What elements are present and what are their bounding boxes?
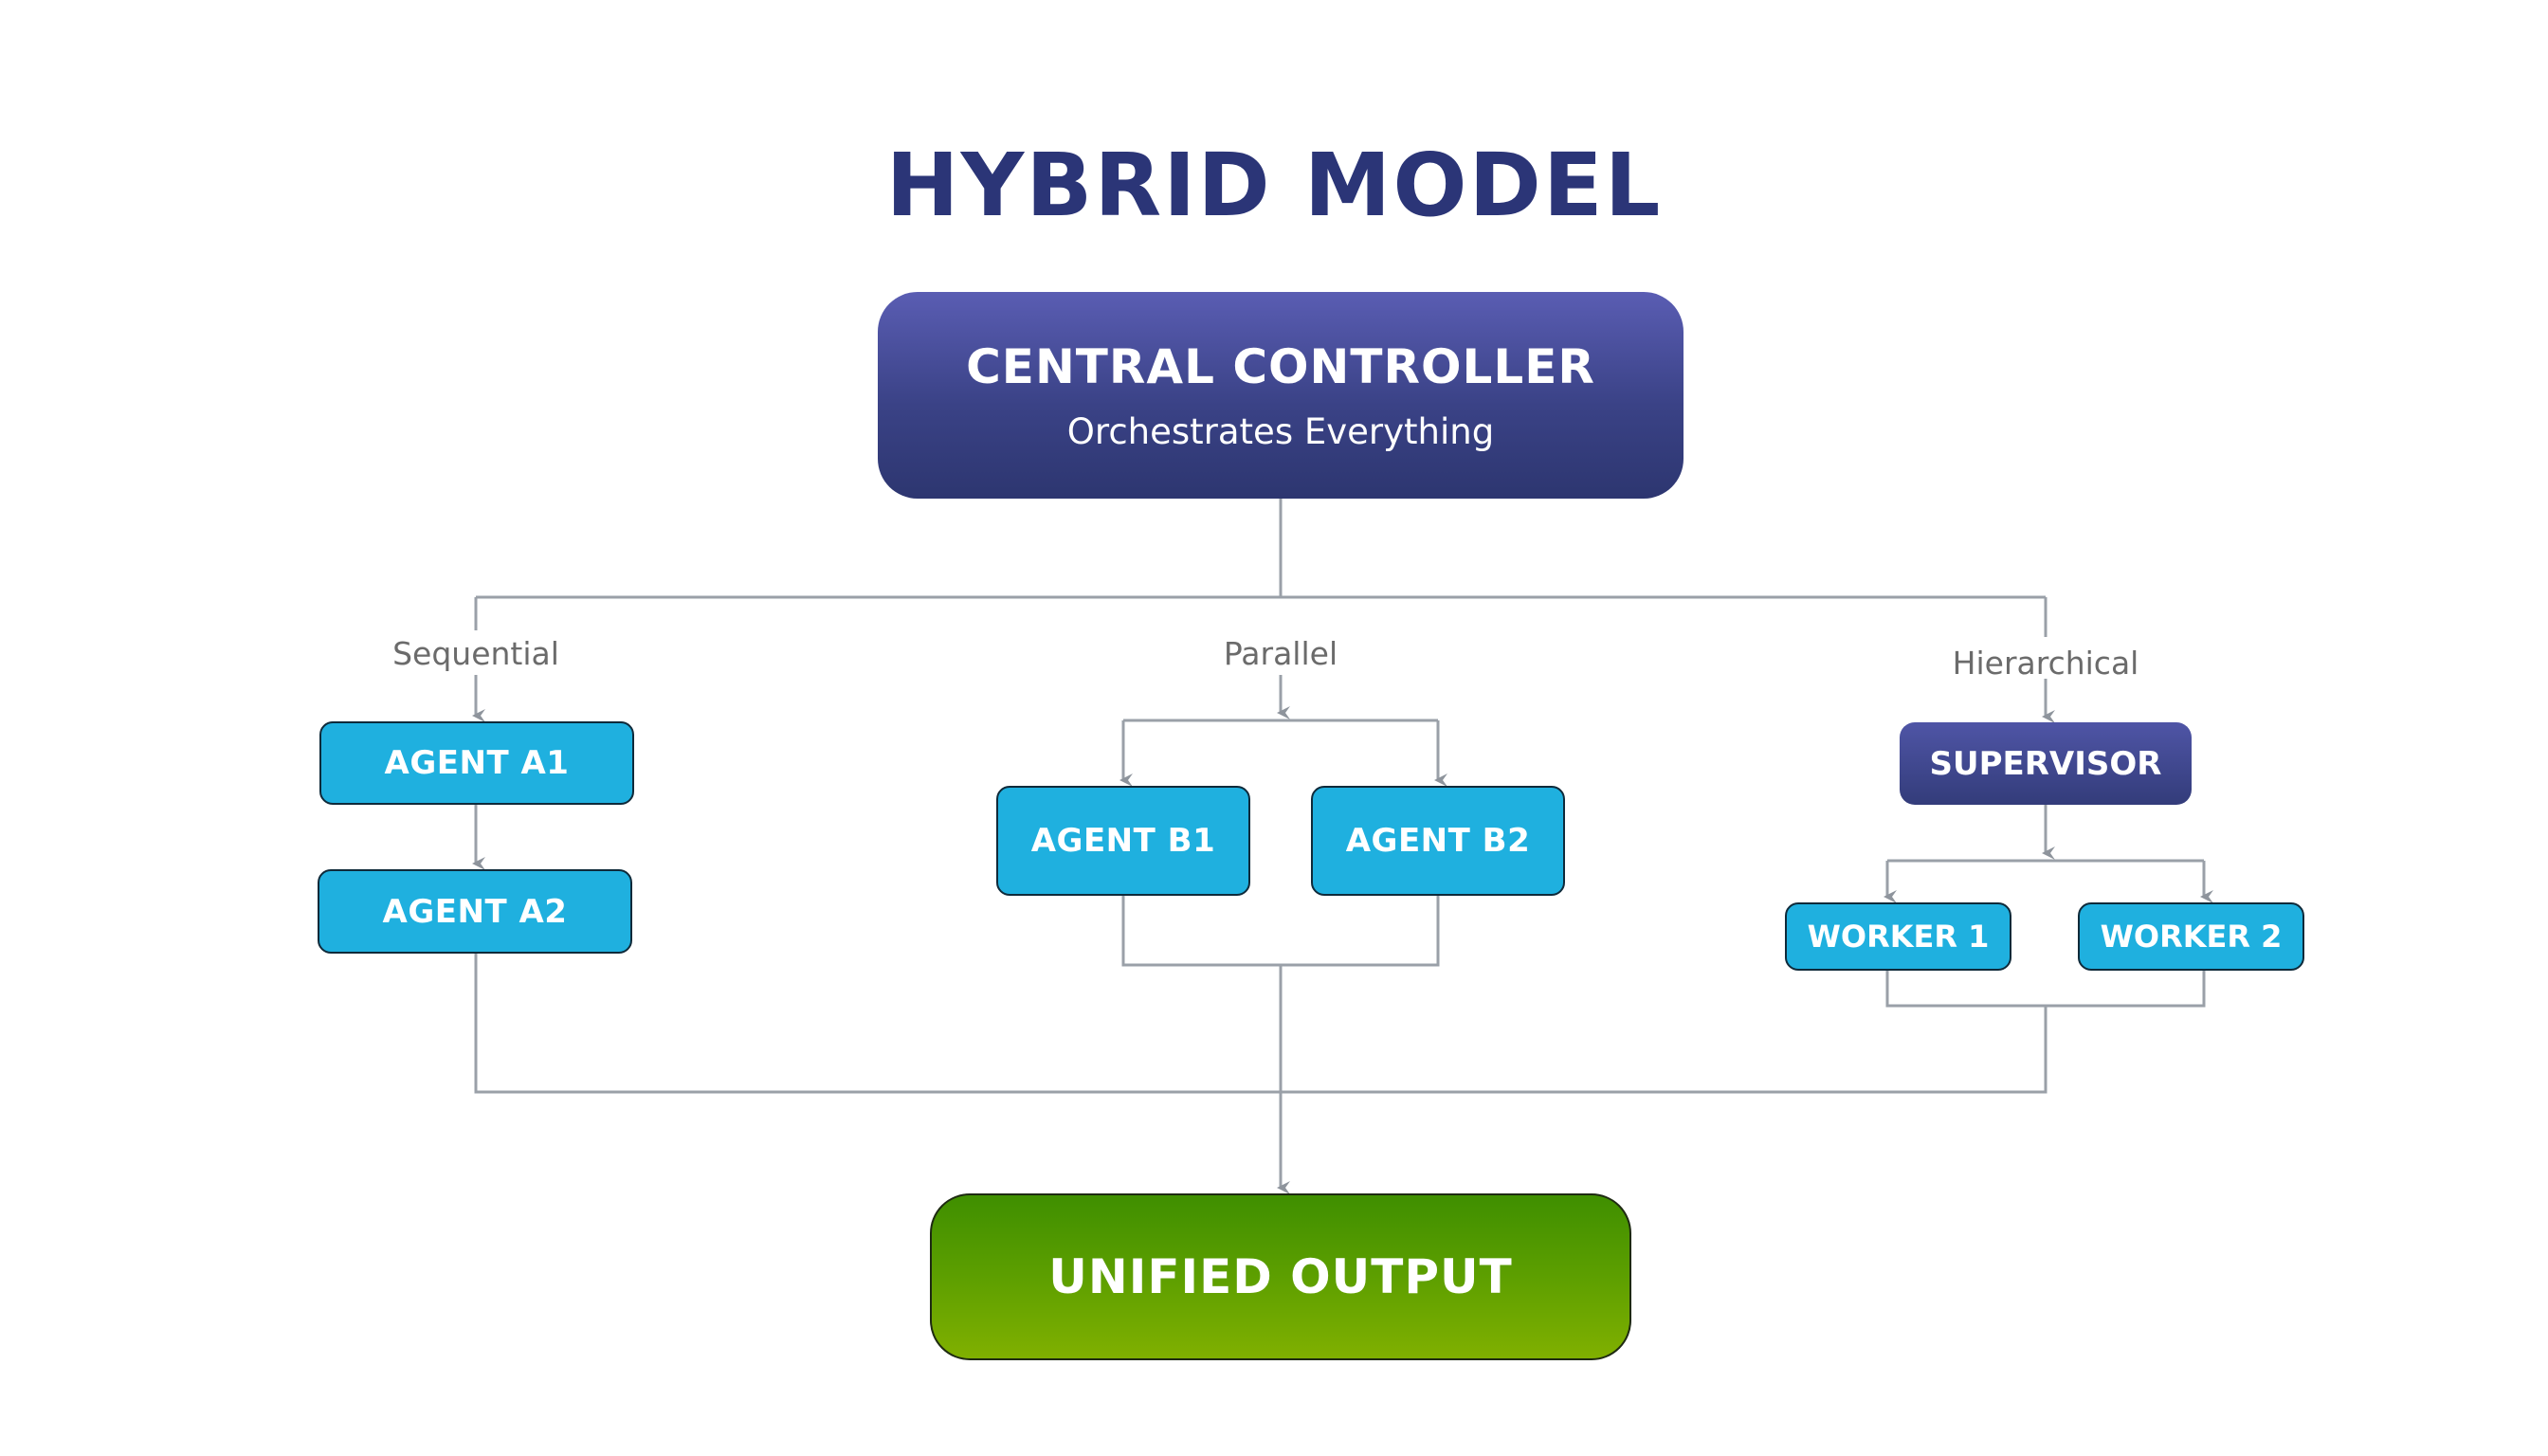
connector-a2-down xyxy=(474,954,2048,1094)
controller-subtitle: Orchestrates Everything xyxy=(1066,410,1495,452)
branch-label-sequential: Sequential xyxy=(392,635,559,672)
connector-hier-merge xyxy=(1885,971,2206,1008)
agent-a1-node: AGENT A1 xyxy=(319,721,634,805)
agent-b1-node: AGENT B1 xyxy=(996,786,1250,896)
branch-label-parallel: Parallel xyxy=(1223,635,1338,672)
controller-label: CENTRAL CONTROLLER xyxy=(966,338,1595,394)
branch-label-hierarchical: Hierarchical xyxy=(1952,645,2139,682)
supervisor-node: SUPERVISOR xyxy=(1900,722,2192,805)
agent-a2-node: AGENT A2 xyxy=(318,869,632,954)
connector-par-merge xyxy=(1121,896,1440,967)
worker-1-node: WORKER 1 xyxy=(1785,902,2011,971)
unified-output-node: UNIFIED OUTPUT xyxy=(930,1193,1631,1360)
central-controller-node: CENTRAL CONTROLLER Orchestrates Everythi… xyxy=(878,292,1684,499)
page-title: HYBRID MODEL xyxy=(885,135,1663,236)
worker-2-node: WORKER 2 xyxy=(2078,902,2304,971)
agent-b2-node: AGENT B2 xyxy=(1311,786,1565,896)
